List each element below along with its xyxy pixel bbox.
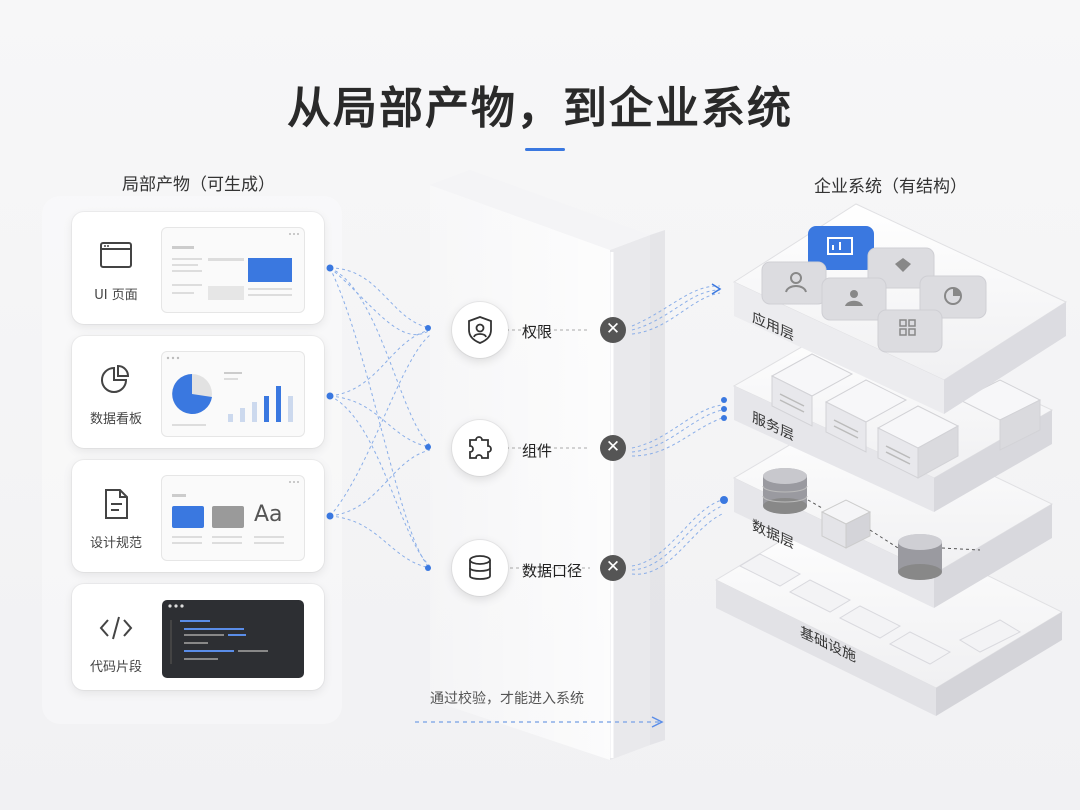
document-icon — [105, 489, 128, 519]
gate-label: 组件 — [522, 442, 553, 460]
right-heading: 企业系统（有结构） — [814, 177, 967, 197]
app-tile-icons — [785, 258, 962, 336]
reject-mark: ✕ — [600, 317, 626, 343]
artifact-card-ui[interactable]: UI 页面 — [72, 212, 324, 324]
close-icon: ✕ — [605, 319, 621, 339]
data-node-cube-icon — [820, 499, 872, 549]
artifact-card-dashboard[interactable]: 数据看板 — [72, 336, 324, 448]
artifact-card-code[interactable]: 代码片段 — [72, 584, 324, 690]
title-underline — [525, 148, 565, 151]
artifact-card-design-spec[interactable]: 设计规范 Aa — [72, 460, 324, 572]
database-icon — [469, 555, 491, 580]
application-layer — [732, 203, 1068, 414]
shield-user-icon — [468, 316, 492, 344]
component-gate[interactable] — [452, 420, 508, 476]
artifact-label: UI 页面 — [94, 288, 138, 303]
infrastructure-layer — [714, 503, 1064, 716]
browser-window-icon — [100, 242, 132, 268]
typography-sample: Aa — [254, 502, 283, 527]
data-metric-gate[interactable] — [452, 540, 508, 596]
artifact-label: 代码片段 — [89, 660, 142, 675]
gate-label: 权限 — [522, 323, 553, 341]
page-title: 从局部产物，到企业系统 — [287, 83, 793, 134]
gate-label: 数据口径 — [522, 562, 583, 580]
dashboard-thumbnail — [162, 352, 304, 436]
validation-note: 通过校验，才能进入系统 — [430, 691, 584, 707]
service-layer — [732, 317, 1054, 512]
ui-page-thumbnail — [162, 228, 304, 312]
pie-chart-icon — [101, 364, 130, 393]
code-thumbnail — [162, 600, 304, 678]
reject-mark: ✕ — [600, 555, 626, 581]
left-heading: 局部产物（可生成） — [122, 175, 275, 195]
puzzle-icon — [469, 436, 492, 459]
reject-mark: ✕ — [600, 435, 626, 461]
close-icon: ✕ — [605, 557, 621, 577]
app-tile-active — [808, 226, 874, 270]
design-spec-thumbnail: Aa — [162, 476, 304, 560]
permission-gate[interactable] — [452, 302, 508, 358]
code-icon — [99, 616, 133, 640]
artifact-label: 设计规范 — [89, 536, 142, 551]
database-cylinder-icon — [762, 468, 808, 514]
close-icon: ✕ — [605, 437, 621, 457]
artifact-label: 数据看板 — [89, 412, 142, 427]
database-cylinder-icon — [898, 534, 942, 580]
